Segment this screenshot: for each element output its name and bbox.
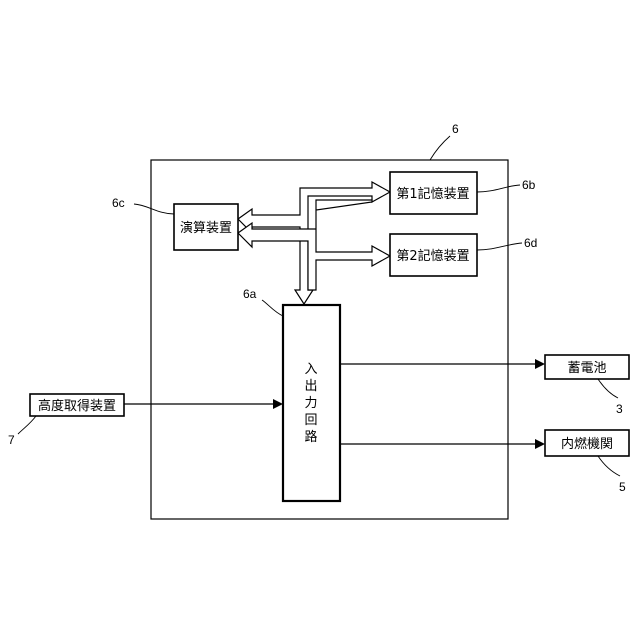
io-circuit-leader	[262, 300, 283, 316]
engine-arrowhead	[535, 439, 545, 449]
altitude-leader	[18, 416, 36, 434]
battery-label: 蓄電池	[567, 361, 606, 376]
svg-text:回: 回	[304, 413, 317, 428]
engine-leader	[598, 456, 620, 476]
memory1-ref: 6b	[522, 178, 536, 192]
altitude-ref: 7	[8, 433, 15, 447]
io-circuit-ref: 6a	[243, 287, 257, 301]
engine-ref: 5	[619, 480, 626, 494]
controller-ref: 6	[452, 122, 459, 136]
memory1-label: 第1記憶装置	[396, 186, 469, 202]
battery-ref: 3	[616, 402, 623, 416]
bus-inner	[238, 200, 390, 290]
memory2-leader	[477, 243, 522, 250]
svg-text:力: 力	[304, 396, 317, 411]
io-circuit-label: 入 出 力 回 路	[304, 362, 317, 445]
memory2-ref: 6d	[524, 236, 537, 250]
svg-text:出: 出	[304, 379, 317, 394]
altitude-label: 高度取得装置	[38, 398, 116, 414]
memory2-label: 第2記憶装置	[396, 248, 469, 264]
svg-text:入: 入	[304, 362, 317, 377]
battery-leader	[598, 379, 618, 398]
arithmetic-label: 演算装置	[180, 220, 232, 236]
memory1-leader	[477, 185, 520, 192]
arithmetic-ref: 6c	[112, 196, 125, 210]
arithmetic-leader	[134, 204, 174, 214]
engine-label: 内燃機関	[561, 436, 613, 452]
controller-leader	[430, 136, 450, 160]
altitude-arrowhead	[273, 399, 283, 409]
svg-text:路: 路	[304, 429, 317, 445]
bus-arrows	[238, 182, 390, 304]
battery-arrowhead	[535, 359, 545, 369]
